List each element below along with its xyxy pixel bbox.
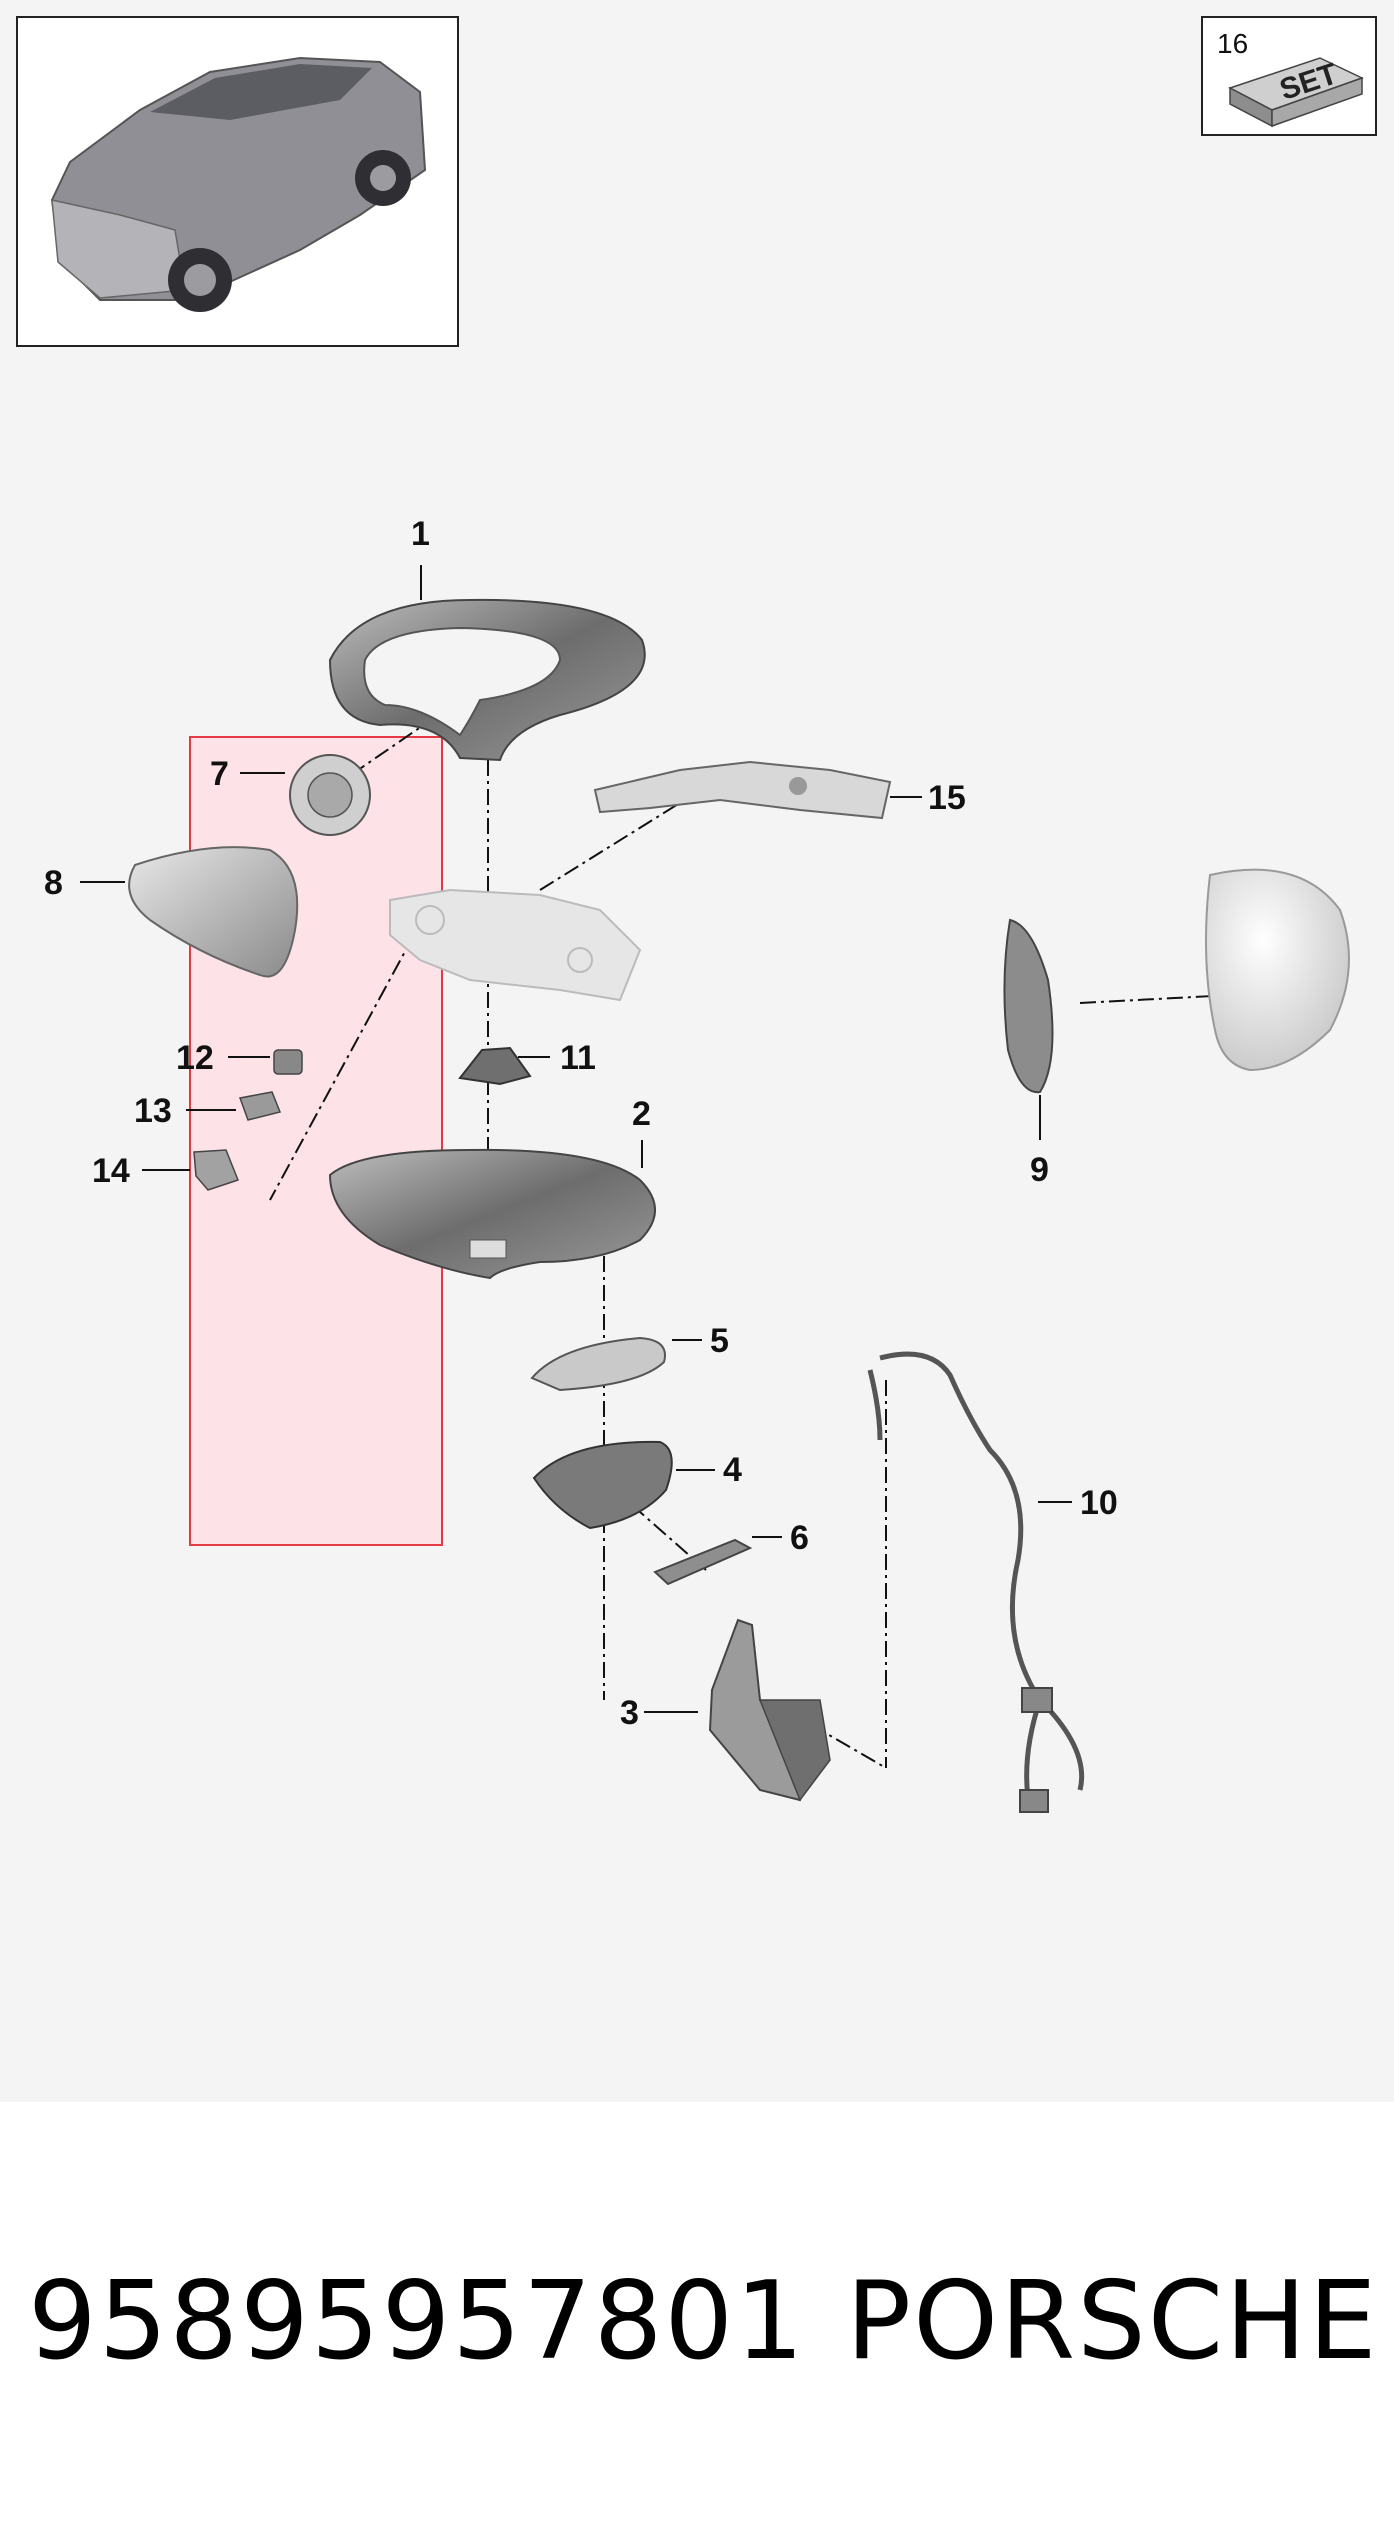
part-3-mirror-base (708, 1618, 831, 1802)
diagram-drawing: 16 SET (16, 16, 1377, 1813)
callout-3: 3 (620, 1694, 639, 1732)
part-number: 95895957801 (28, 2259, 806, 2384)
part-11-cover-cap (458, 1046, 532, 1086)
callout-10: 10 (1080, 1484, 1118, 1522)
callout-14: 14 (92, 1152, 130, 1190)
set-box: 16 SET (1201, 16, 1377, 136)
callout-4: 4 (723, 1451, 742, 1489)
mirror-bracket (389, 888, 642, 1002)
brand-name: PORSCHE (846, 2259, 1379, 2384)
set-box-number: 16 (1217, 28, 1248, 59)
callout-12: 12 (176, 1039, 214, 1077)
callout-5: 5 (710, 1322, 729, 1360)
part-12-clip (273, 1049, 303, 1075)
footer (0, 2102, 1394, 2523)
vehicle-thumbnail (16, 16, 459, 347)
part-6-lamp-strip (653, 1538, 753, 1586)
callout-11: 11 (560, 1039, 596, 1077)
callout-labels: 1 2 3 4 5 6 7 8 9 10 11 12 13 14 15 (44, 515, 1118, 1732)
callout-9: 9 (1030, 1151, 1049, 1189)
callout-6: 6 (790, 1519, 809, 1557)
part-7-adjustment-motor (289, 754, 371, 836)
part-4-lower-cover (532, 1440, 673, 1530)
part-2-mirror-cap (328, 1148, 656, 1280)
mirror-dome (1205, 868, 1350, 1072)
callout-13: 13 (134, 1092, 172, 1130)
part-1-housing-frame (328, 598, 646, 762)
callout-8: 8 (44, 864, 63, 902)
leader-lines (80, 565, 1072, 1713)
part-9-spherical-glass (1003, 918, 1054, 1094)
part-15-turn-signal (593, 760, 892, 820)
part-10-wiring-harness (867, 1351, 1085, 1813)
car-illustration (50, 56, 427, 312)
part-8-mirror-glass (128, 846, 299, 978)
part-5-trim-ring (530, 1336, 666, 1392)
part-14-holder (193, 1149, 239, 1191)
callout-2: 2 (632, 1095, 651, 1133)
callout-7: 7 (210, 755, 229, 793)
part-13-bracket (238, 1091, 282, 1121)
callout-15: 15 (928, 779, 966, 817)
callout-1: 1 (411, 515, 430, 553)
